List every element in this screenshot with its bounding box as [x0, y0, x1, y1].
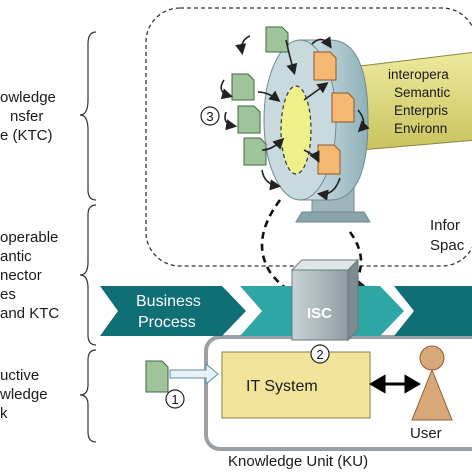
ktc-label-line-2: nsfer: [10, 108, 44, 125]
ktc-label-line-3: e (KTC): [0, 127, 53, 144]
marker-2-circle: [310, 344, 330, 364]
ktc-label-line-1: owledge: [0, 89, 56, 106]
marker-2-label: 2: [316, 347, 323, 362]
it-system-box: [221, 351, 371, 419]
banner-text: interopera Semantic Enterpris Environn: [388, 67, 451, 136]
info-space-line-1: Infor: [430, 217, 460, 234]
connector-label-line-4: es: [0, 286, 16, 303]
orange-doc: [317, 144, 341, 175]
user-label: User: [410, 425, 442, 442]
marker-1-label: 1: [171, 392, 178, 407]
knowledge-unit-label: Knowledge Unit (KU): [228, 453, 368, 470]
network-label-line-2: wledge: [0, 386, 48, 403]
connector-label-line-2: antic: [0, 248, 32, 265]
marker-3-label: 3: [206, 109, 213, 124]
banner-line-1: interopera: [388, 67, 449, 82]
isc-dashed-loop: [260, 199, 366, 298]
ktc-label: owledge nsfer e (KTC): [0, 88, 56, 145]
green-doc: [265, 26, 289, 53]
it-user-arrow: [369, 374, 421, 394]
user-figure: [411, 345, 453, 421]
orange-doc: [313, 51, 337, 81]
network-label: uctive wledge k: [0, 366, 48, 423]
user-body: [411, 368, 453, 421]
orange-doc: [331, 92, 355, 123]
brace-network: [79, 349, 97, 443]
marker-labels: 3 2 1: [171, 109, 323, 407]
green-documents: [145, 26, 289, 393]
isc-connector: [290, 258, 360, 342]
banner-line-3: Enterpris: [394, 103, 448, 118]
marker-3-circle: [200, 106, 220, 126]
doc-to-it-arrow: [169, 362, 219, 386]
info-space-line-2: Spac: [430, 237, 465, 254]
process-chevron-3: [394, 286, 472, 336]
isc-label: ISC: [307, 305, 332, 322]
business-process-line-1: Business: [136, 293, 201, 310]
network-label-line-3: k: [0, 405, 8, 422]
green-doc: [243, 137, 267, 166]
green-doc-input: [145, 360, 169, 393]
connector-label-line-5: and KTC: [0, 305, 60, 322]
user-head: [419, 345, 445, 371]
brace-connector: [79, 204, 97, 346]
cycle-arrows: [220, 35, 370, 201]
orange-documents: [313, 51, 355, 175]
business-process-label: Business Process: [136, 293, 201, 331]
connector-label-line-1: operable: [0, 229, 59, 246]
it-system-label: IT System: [246, 378, 318, 395]
process-chevron-1: [100, 286, 246, 336]
connector-label: operable antic nector es and KTC: [0, 228, 59, 323]
green-doc: [231, 73, 255, 101]
brace-ktc: [79, 31, 97, 201]
marker-1-circle: [165, 389, 185, 409]
business-process-line-2: Process: [138, 314, 196, 331]
connector-label-line-3: nector: [0, 267, 42, 284]
ring-inner: [280, 85, 312, 175]
number-markers: [165, 106, 330, 409]
green-doc: [237, 105, 261, 134]
banner-line-4: Environn: [394, 121, 447, 136]
banner-line-2: Semantic: [394, 85, 451, 100]
information-space-label: Infor Spac: [430, 217, 465, 254]
left-braces: [79, 31, 97, 443]
network-label-line-1: uctive: [0, 367, 40, 384]
